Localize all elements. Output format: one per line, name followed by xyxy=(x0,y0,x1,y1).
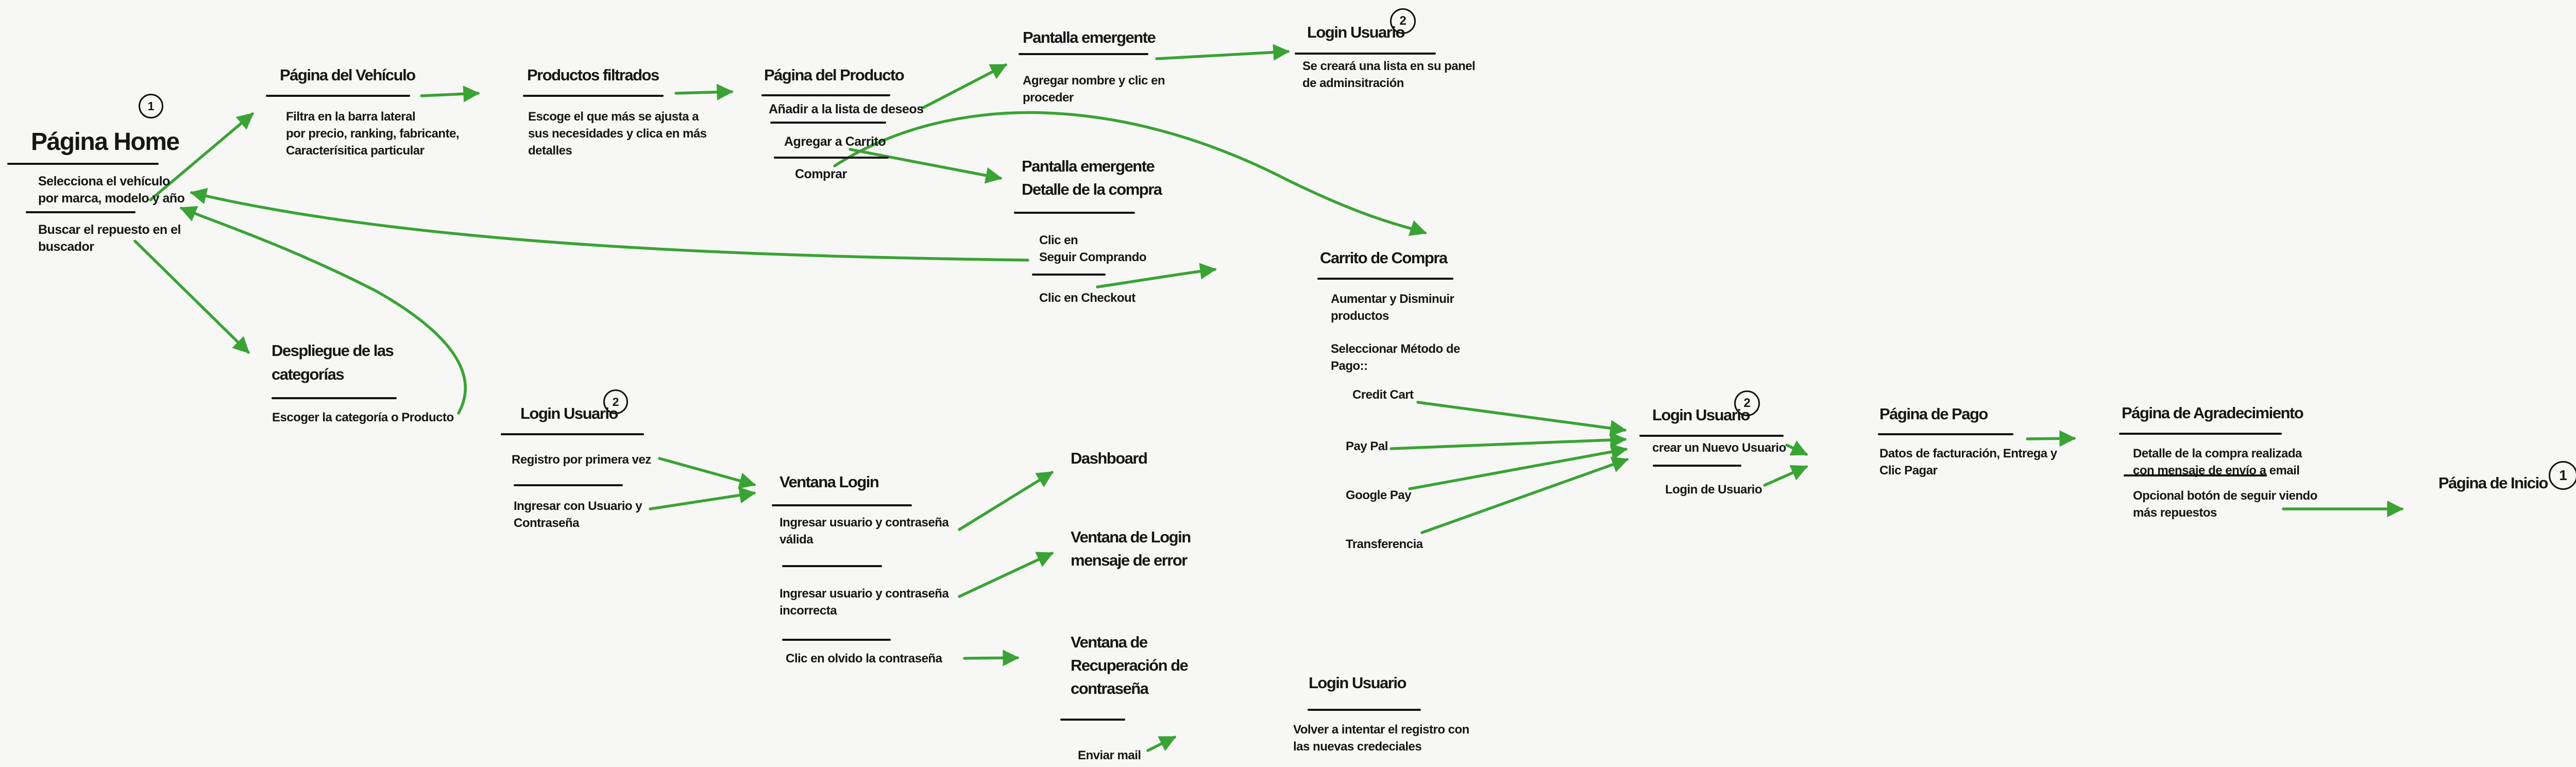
ventana-rule-1[interactable] xyxy=(772,504,912,506)
pantalla2-item-checkout[interactable]: Clic en Checkout xyxy=(1039,291,1136,305)
despliegue-title[interactable]: Despliegue de las categorías xyxy=(272,342,394,383)
recuperacion-title[interactable]: Ventana de Recuperación de contraseña xyxy=(1071,633,1189,697)
badge-login-top-2[interactable]: 2 xyxy=(1390,8,1416,34)
login-mid-rule-2[interactable] xyxy=(514,484,623,486)
arrow-pantalla1-to-logintop[interactable] xyxy=(1155,44,1290,61)
ventana-item-olvido[interactable]: Clic en olvido la contraseña xyxy=(786,652,942,666)
producto-item-comprar[interactable]: Comprar xyxy=(795,167,847,181)
pago-item-datos[interactable]: Datos de facturación, Entrega y Clic Pag… xyxy=(1879,447,2057,478)
error-title[interactable]: Ventana de Login mensaje de error xyxy=(1071,528,1191,569)
dashboard-title[interactable]: Dashboard xyxy=(1071,449,1148,467)
arrow-google-to-loginright[interactable] xyxy=(1408,444,1628,490)
arrow-home-to-despliegue[interactable] xyxy=(133,240,250,354)
carrito-title[interactable]: Carrito de Compra xyxy=(1320,249,1448,267)
ventana-item-incorrecta[interactable]: Ingresar usuario y contraseña incorrecta xyxy=(779,587,949,618)
pago-title[interactable]: Página de Pago xyxy=(1879,405,1988,423)
badge-inicio-1[interactable]: 1 xyxy=(2549,461,2576,490)
gracias-rule-2[interactable] xyxy=(2124,474,2267,476)
arrow-pago-to-gracias[interactable] xyxy=(2026,430,2076,447)
login-right-item-crear[interactable]: crear un Nuevo Usuario xyxy=(1652,441,1786,455)
badge-home-1[interactable]: 1 xyxy=(139,94,163,118)
pantalla2-title[interactable]: Pantalla emergente Detalle de la compra xyxy=(1022,157,1162,198)
arrow-valida-to-dashboard[interactable] xyxy=(958,471,1054,531)
arrow-productos-to-producto[interactable] xyxy=(674,83,734,100)
login-mid-item-ingresar[interactable]: Ingresar con Usuario y Contraseña xyxy=(514,499,642,530)
inicio-title[interactable]: Página de Inicio xyxy=(2438,474,2549,492)
ventana-rule-3[interactable] xyxy=(782,639,891,641)
ventana-rule-2[interactable] xyxy=(782,565,882,567)
recuperacion-rule[interactable] xyxy=(1060,719,1125,721)
home-rule-1[interactable] xyxy=(7,163,159,165)
gracias-rule-1[interactable] xyxy=(2119,433,2282,435)
arrow-carrito-to-pantalla2[interactable] xyxy=(849,148,1003,184)
ventana-login-title[interactable]: Ventana Login xyxy=(779,473,879,491)
gracias-title[interactable]: Página de Agradecimiento xyxy=(2122,404,2304,422)
badge-login-right-2[interactable]: 2 xyxy=(1734,390,1760,416)
productos-rule[interactable] xyxy=(523,95,664,97)
despliegue-rule[interactable] xyxy=(272,397,397,399)
productos-title[interactable]: Productos filtrados xyxy=(527,66,659,84)
vehiculo-rule[interactable] xyxy=(266,95,410,97)
producto-item-deseos[interactable]: Añadir a la lista de deseos xyxy=(769,102,924,116)
pantalla2-item-seguir[interactable]: Clic en Seguir Comprando xyxy=(1039,233,1147,264)
login-top-item-lista[interactable]: Se creará una lista en su panel de admin… xyxy=(1302,59,1476,90)
login-right-item-login[interactable]: Login de Usuario xyxy=(1665,483,1762,497)
arrow-ingresar-to-ventana[interactable] xyxy=(649,487,756,510)
carrito-item-metodo[interactable]: Seleccionar Método de Pago:: xyxy=(1331,342,1460,373)
arrow-paypal-to-loginright[interactable] xyxy=(1389,432,1627,450)
arrow-transfer-to-loginright[interactable] xyxy=(1420,456,1629,534)
pantalla2-rule-2[interactable] xyxy=(1032,274,1106,276)
login-mid-title[interactable]: Login Usuario xyxy=(520,404,618,422)
arrow-loginuser-to-pago[interactable] xyxy=(1763,465,1808,487)
login-bottom-rule[interactable] xyxy=(1308,709,1421,711)
arrow-crear-to-pago[interactable] xyxy=(1785,440,1808,456)
home-item-selecciona[interactable]: Selecciona el vehículo por marca, modelo… xyxy=(38,174,185,206)
badge-login-mid-2[interactable]: 2 xyxy=(603,389,628,414)
carrito-item-aumentar[interactable]: Aumentar y Disminuir productos xyxy=(1331,292,1454,323)
carrito-pay-paypal[interactable]: Pay Pal xyxy=(1346,439,1388,453)
carrito-pay-transfer[interactable]: Transferencia xyxy=(1346,537,1423,551)
pantalla1-title[interactable]: Pantalla emergente xyxy=(1023,28,1156,46)
carrito-pay-google[interactable]: Google Pay xyxy=(1346,488,1412,502)
arrow-credit-to-loginright[interactable] xyxy=(1416,401,1627,437)
producto-rule-2[interactable] xyxy=(770,122,886,124)
arrow-checkout-to-carrito[interactable] xyxy=(1096,263,1217,288)
arrow-seguir-to-home[interactable] xyxy=(190,188,1029,262)
arrow-incorrecta-to-error[interactable] xyxy=(958,552,1054,598)
pantalla2-rule[interactable] xyxy=(1014,212,1135,214)
carrito-pay-credit[interactable]: Credit Cart xyxy=(1352,388,1414,402)
login-top-title[interactable]: Login Usuario xyxy=(1307,23,1405,41)
pago-rule[interactable] xyxy=(1878,433,2013,435)
carrito-rule[interactable] xyxy=(1317,278,1453,280)
login-top-rule[interactable] xyxy=(1295,53,1436,55)
producto-rule-1[interactable] xyxy=(761,94,890,96)
login-bottom-title[interactable]: Login Usuario xyxy=(1309,674,1406,692)
vehiculo-item-filtra[interactable]: Filtra en la barra lateral por precio, r… xyxy=(286,110,460,158)
arrow-mail-to-loginbottom[interactable] xyxy=(1146,736,1177,752)
pantalla1-item-agregar[interactable]: Agregar nombre y clic en proceder xyxy=(1023,74,1165,105)
producto-item-carrito[interactable]: Agregar a Carrito xyxy=(784,134,886,149)
login-bottom-item[interactable]: Volver a intentar el registro con las nu… xyxy=(1293,723,1469,754)
vehiculo-title[interactable]: Página del Vehículo xyxy=(280,66,416,84)
home-item-buscar[interactable]: Buscar el repuesto en el buscador xyxy=(38,223,181,254)
gracias-item-opcional[interactable]: Opcional botón de seguir viendo más repu… xyxy=(2133,489,2317,520)
pagina-home-title[interactable]: Página Home xyxy=(31,128,180,156)
arrow-vehiculo-to-productos[interactable] xyxy=(420,86,480,103)
despliegue-item-escoger[interactable]: Escoger la categoría o Producto xyxy=(272,411,454,424)
arrow-deseos-to-pantalla1[interactable] xyxy=(921,63,1008,110)
home-rule-2[interactable] xyxy=(26,211,135,213)
login-mid-item-registro[interactable]: Registro por primera vez xyxy=(512,453,651,467)
recuperacion-item-mail[interactable]: Enviar mail xyxy=(1078,748,1141,762)
pantalla1-rule[interactable] xyxy=(1019,53,1148,55)
producto-rule-3[interactable] xyxy=(774,157,889,159)
producto-title[interactable]: Página del Producto xyxy=(764,66,905,84)
arrow-registro-to-ventana[interactable] xyxy=(658,457,756,489)
login-right-rule-1[interactable] xyxy=(1639,435,1784,437)
login-right-rule-2[interactable] xyxy=(1653,465,1741,467)
ventana-item-valida[interactable]: Ingresar usuario y contraseña válida xyxy=(779,516,949,547)
productos-item-escoge[interactable]: Escoge el que más se ajusta a sus necesi… xyxy=(528,110,707,158)
login-mid-rule[interactable] xyxy=(501,433,644,435)
